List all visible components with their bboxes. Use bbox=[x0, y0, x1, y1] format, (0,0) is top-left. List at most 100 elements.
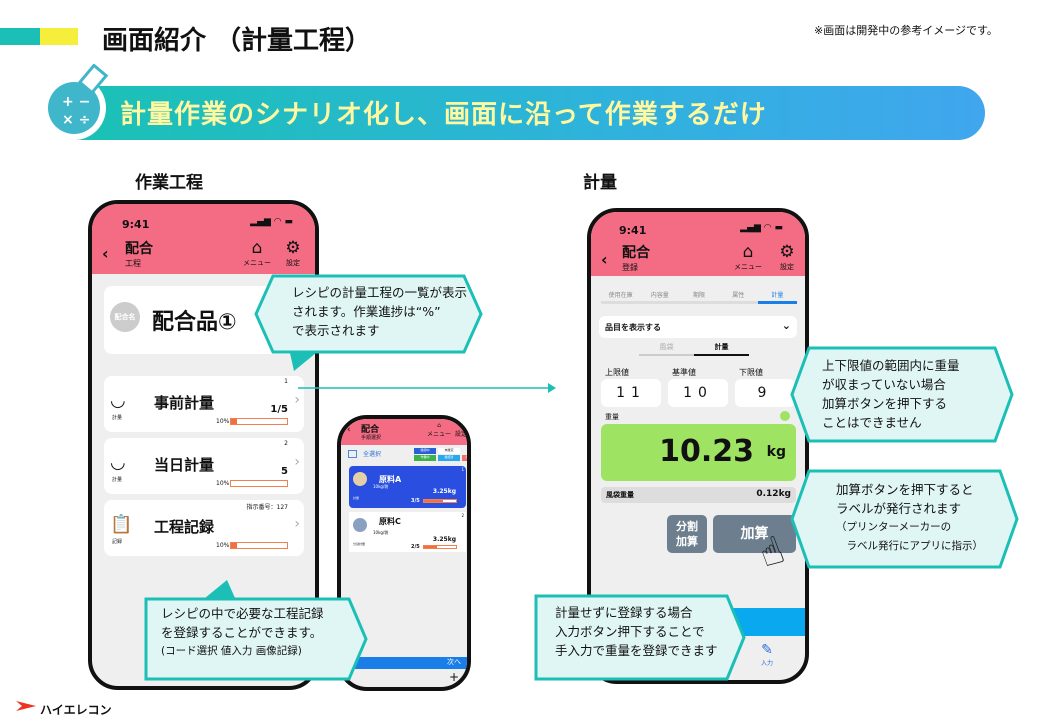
header: 9:41 ▂▄▆ ◠ ▬ ‹ 配合 工程 ⌂メニュー ⚙設定 bbox=[92, 204, 315, 274]
icon-label: 計量 bbox=[112, 415, 123, 421]
next-button[interactable]: 次へ bbox=[341, 657, 467, 669]
callout-line: (コード選択 値入力 画像記録) bbox=[161, 645, 302, 657]
process-count: 1/5 bbox=[270, 404, 288, 415]
menu-button[interactable]: ⌂メニュー bbox=[731, 242, 765, 272]
screen-title: 配合 bbox=[361, 425, 380, 435]
icon-label: 分割計量 bbox=[353, 542, 366, 546]
settings-button[interactable]: ⚙設定 bbox=[776, 242, 798, 272]
status-icons: ▂▄▆ ◠ ▬ bbox=[740, 223, 783, 233]
scale-icon: ◡ bbox=[110, 452, 126, 473]
settings-button[interactable]: ⚙設定 bbox=[282, 238, 304, 268]
process-num: 2 bbox=[284, 440, 288, 447]
callout-c1: レシピの計量工程の一覧が表示されます。作業進捗は“%”で表示されます bbox=[254, 274, 483, 371]
svg-text:+ −: + − bbox=[62, 94, 90, 110]
process-num: 1 bbox=[284, 378, 288, 385]
menu-button[interactable]: ⌂メニュー bbox=[240, 238, 274, 268]
material-item[interactable]: 原料C 10kg/袋 分割計量 3.25kg 2/5 2 bbox=[349, 512, 466, 552]
status-tag: 打ち合わせ bbox=[462, 455, 467, 461]
product-badge: 配合名 bbox=[110, 302, 140, 332]
callout-line: レシピの計量工程の一覧が表示 bbox=[292, 285, 468, 300]
process-name: 工程記録 bbox=[154, 518, 215, 536]
progress-percent: 10% bbox=[216, 480, 230, 487]
company-logo: ハイエレコン bbox=[40, 703, 112, 717]
input-label: 入力 bbox=[761, 660, 774, 667]
progress-bar bbox=[230, 480, 288, 487]
add-label: 加算 bbox=[740, 526, 769, 542]
limit-input[interactable]: 9 bbox=[735, 379, 795, 407]
phone-process-list: 9:41 ▂▄▆ ◠ ▬ ‹ 配合 工程 ⌂メニュー ⚙設定 配合名 配合品① … bbox=[88, 200, 319, 690]
weight-label: 重量 bbox=[605, 413, 619, 421]
menu-button[interactable]: ⌂メニュー bbox=[427, 422, 452, 438]
callout-c3: 上下限値の範囲内に重量が収まっていない場合加算ボタンを押下することはできません bbox=[790, 346, 1014, 443]
header: 9:41 ▂▄▆ ◠ ▬ ‹ 配合 登録 ⌂メニュー ⚙設定 bbox=[591, 212, 805, 276]
callout-line: されます。作業進捗は“%” bbox=[292, 304, 441, 319]
item-dropdown[interactable]: 品目を表示する⌄ bbox=[599, 316, 797, 338]
accent-bar-teal bbox=[0, 28, 40, 45]
progress-percent: 10% bbox=[216, 418, 230, 425]
phone-step-select: ‹ 配合 手順選択 ⌂メニュー ⚙設定 全選択 確認中未確定作業中確認済打ち合わ… bbox=[337, 415, 471, 691]
process-item[interactable]: ◡ 計量 事前計量 1 1/5 10% › bbox=[104, 376, 304, 432]
material-name: 原料C bbox=[379, 517, 401, 526]
add-icon[interactable]: + bbox=[448, 670, 459, 684]
material-count: 2/5 bbox=[411, 544, 420, 550]
chevron-right-icon: › bbox=[294, 392, 300, 408]
subtab-weigh[interactable]: 計量 bbox=[694, 342, 749, 356]
tab-4[interactable]: 計量 bbox=[757, 290, 798, 304]
input-button[interactable]: ✎ 入力 bbox=[761, 642, 773, 667]
process-item[interactable]: 📋 記録 工程記録 指示番号：127 10% › bbox=[104, 500, 304, 556]
material-spec: 10kg/袋 bbox=[373, 484, 389, 489]
icon-label: 記録 bbox=[112, 539, 123, 545]
process-count: 5 bbox=[281, 466, 288, 477]
accent-bar-yellow bbox=[40, 28, 78, 45]
tab-2[interactable]: 期限 bbox=[693, 292, 706, 299]
banner-text: 計量作業のシナリオ化し、画面に沿って作業するだけ bbox=[120, 100, 767, 130]
limit-input[interactable]: 10 bbox=[668, 379, 728, 407]
material-item[interactable]: 原料A 10kg/袋 計量 3.25kg 3/5 1 bbox=[349, 466, 466, 508]
back-icon[interactable]: ‹ bbox=[601, 250, 608, 269]
split-add-button[interactable]: 分割 加算 bbox=[667, 515, 707, 553]
process-item[interactable]: ◡ 計量 当日計量 2 5 10% › bbox=[104, 438, 304, 494]
status-time: 9:41 bbox=[122, 218, 150, 231]
material-weight: 3.25kg bbox=[432, 488, 456, 495]
screen-title: 配合 bbox=[125, 241, 153, 257]
screen-subtitle: 工程 bbox=[125, 259, 141, 268]
banner bbox=[52, 86, 985, 140]
limit-input[interactable]: 11 bbox=[601, 379, 661, 407]
product-name: 配合品① bbox=[152, 310, 237, 335]
gear-icon: ⚙ bbox=[779, 242, 795, 262]
edit-icon: ✎ bbox=[761, 642, 773, 658]
tab-0[interactable]: 使用在庫 bbox=[608, 292, 633, 299]
select-all-checkbox[interactable] bbox=[348, 450, 357, 458]
material-image bbox=[353, 518, 367, 532]
arrow-connector bbox=[298, 383, 556, 393]
weight-value: 10.23 bbox=[659, 434, 754, 469]
status-icons: ▂▄▆ ◠ ▬ bbox=[250, 217, 293, 227]
subtab-tare[interactable]: 風袋 bbox=[639, 342, 694, 356]
header: ‹ 配合 手順選択 ⌂メニュー ⚙設定 bbox=[341, 419, 467, 445]
next-label: 次へ bbox=[447, 658, 461, 666]
callout-line: レシピの中で必要な工程記録 bbox=[161, 606, 324, 621]
callout-line: が収まっていない場合 bbox=[822, 377, 946, 392]
back-icon[interactable]: ‹ bbox=[102, 244, 109, 263]
callout-c2: レシピの中で必要な工程記録を登録することができます。(コード選択 値入力 画像記… bbox=[144, 580, 368, 681]
settings-button[interactable]: ⚙設定 bbox=[455, 422, 468, 438]
tab-3[interactable]: 属性 bbox=[732, 292, 745, 299]
material-spec: 10kg/袋 bbox=[373, 530, 389, 535]
status-tag: 作業中 bbox=[414, 455, 436, 461]
callout-line: 上下限値の範囲内に重量 bbox=[822, 358, 960, 373]
home-icon: ⌂ bbox=[742, 242, 754, 262]
gear-icon: ⚙ bbox=[285, 238, 301, 258]
flask-icon: + −× ÷ bbox=[42, 64, 109, 140]
callout-line: 加算ボタンを押下する bbox=[822, 396, 948, 411]
chevron-right-icon: › bbox=[294, 516, 300, 532]
status-tag: 未確定 bbox=[438, 448, 460, 454]
tab-1[interactable]: 内容量 bbox=[650, 292, 669, 299]
callout-line: ラベルが発行されます bbox=[836, 501, 962, 516]
menu-label: メニュー bbox=[427, 431, 452, 438]
add-button[interactable]: 加算 bbox=[713, 515, 796, 553]
progress-bar bbox=[423, 499, 457, 503]
settings-label: 設定 bbox=[286, 259, 300, 267]
scale-icon: ◡ bbox=[110, 390, 126, 411]
status-tag: 確認中 bbox=[414, 448, 436, 454]
back-icon[interactable]: ‹ bbox=[347, 425, 351, 435]
